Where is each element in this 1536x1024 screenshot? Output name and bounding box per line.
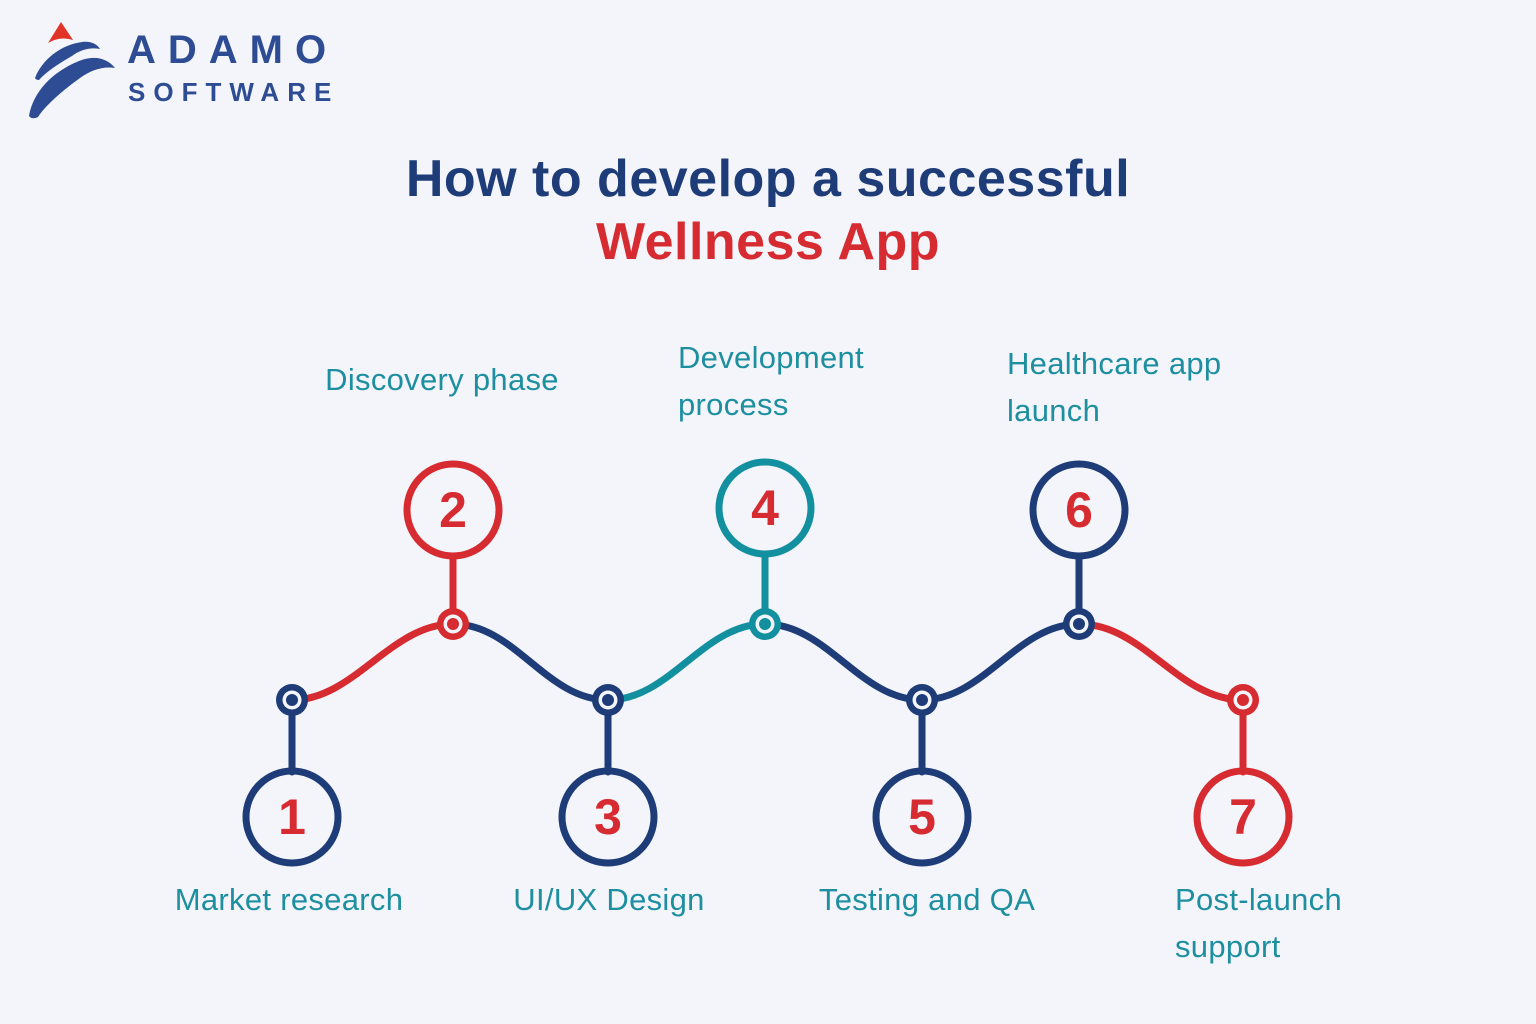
- connector-5-6: [918, 620, 1083, 704]
- node-number-2: 2: [439, 482, 467, 538]
- node-label-7-line-1: Post-launch: [1175, 882, 1343, 917]
- junction-dot-1: [276, 684, 308, 716]
- junction-dot-5-center: [916, 694, 928, 706]
- logo-brand-text: ADAMO: [127, 28, 339, 72]
- node-number-6: 6: [1065, 482, 1093, 538]
- node-label-7: Post-launch support: [1175, 876, 1342, 970]
- node-circle-4: [715, 458, 815, 558]
- title-line-2: Wellness App: [595, 213, 941, 271]
- infographic-title: How to develop a successful Wellness App: [0, 148, 1536, 274]
- connector-1-2: [288, 620, 457, 704]
- logo-sub-brand-text: SOFTWARE: [128, 77, 340, 107]
- connector-4-5: [761, 620, 926, 704]
- junction-dot-6: [1063, 608, 1095, 640]
- connector-2-3: [449, 620, 612, 704]
- node-label-6: Healthcare app launch: [1007, 340, 1221, 434]
- adamo-logo-icon: [29, 22, 115, 119]
- node-circle-1: [242, 767, 342, 867]
- node-number-1: 1: [278, 789, 306, 845]
- node-label-7-line-2: support: [1175, 929, 1281, 964]
- junction-dot-2: [437, 608, 469, 640]
- logo-upper-swoosh-shape: [35, 41, 100, 80]
- node-label-4-line-2: process: [678, 387, 789, 422]
- node-label-1: Market research: [174, 882, 404, 917]
- node-label-2: Discovery phase: [325, 362, 559, 397]
- junction-dot-4-center: [759, 618, 771, 630]
- junction-dot-2-center: [447, 618, 459, 630]
- node-number-5: 5: [908, 789, 936, 845]
- junction-dot-6-center: [1073, 618, 1085, 630]
- node-circle-5: [872, 767, 972, 867]
- node-circle-6: [1029, 460, 1129, 560]
- node-label-5: Testing and QA: [818, 882, 1036, 917]
- node-label-6-line-2: launch: [1007, 393, 1101, 428]
- junction-dot-3-center: [602, 694, 614, 706]
- node-number-7: 7: [1229, 789, 1257, 845]
- logo-triangle-shape: [48, 22, 73, 43]
- logo-lower-swoosh-shape: [29, 57, 115, 119]
- connector-6-7: [1075, 620, 1247, 704]
- node-label-4-line-1: Development: [678, 340, 864, 375]
- junction-dot-7: [1227, 684, 1259, 716]
- junction-dot-4: [749, 608, 781, 640]
- junction-dot-7-center: [1237, 694, 1249, 706]
- node-circle-2: [403, 460, 503, 560]
- node-circle-7: [1193, 767, 1293, 867]
- junction-dot-5: [906, 684, 938, 716]
- junction-dot-1-center: [286, 694, 298, 706]
- junction-dot-3: [592, 684, 624, 716]
- connector-3-4: [604, 620, 769, 704]
- node-label-3: UI/UX Design: [513, 882, 705, 917]
- node-number-3: 3: [594, 789, 622, 845]
- node-number-4: 4: [751, 480, 779, 536]
- node-circle-3: [558, 767, 658, 867]
- node-label-6-line-1: Healthcare app: [1007, 346, 1222, 381]
- title-line-1: How to develop a successful: [405, 150, 1131, 208]
- node-label-4: Development process: [678, 334, 864, 428]
